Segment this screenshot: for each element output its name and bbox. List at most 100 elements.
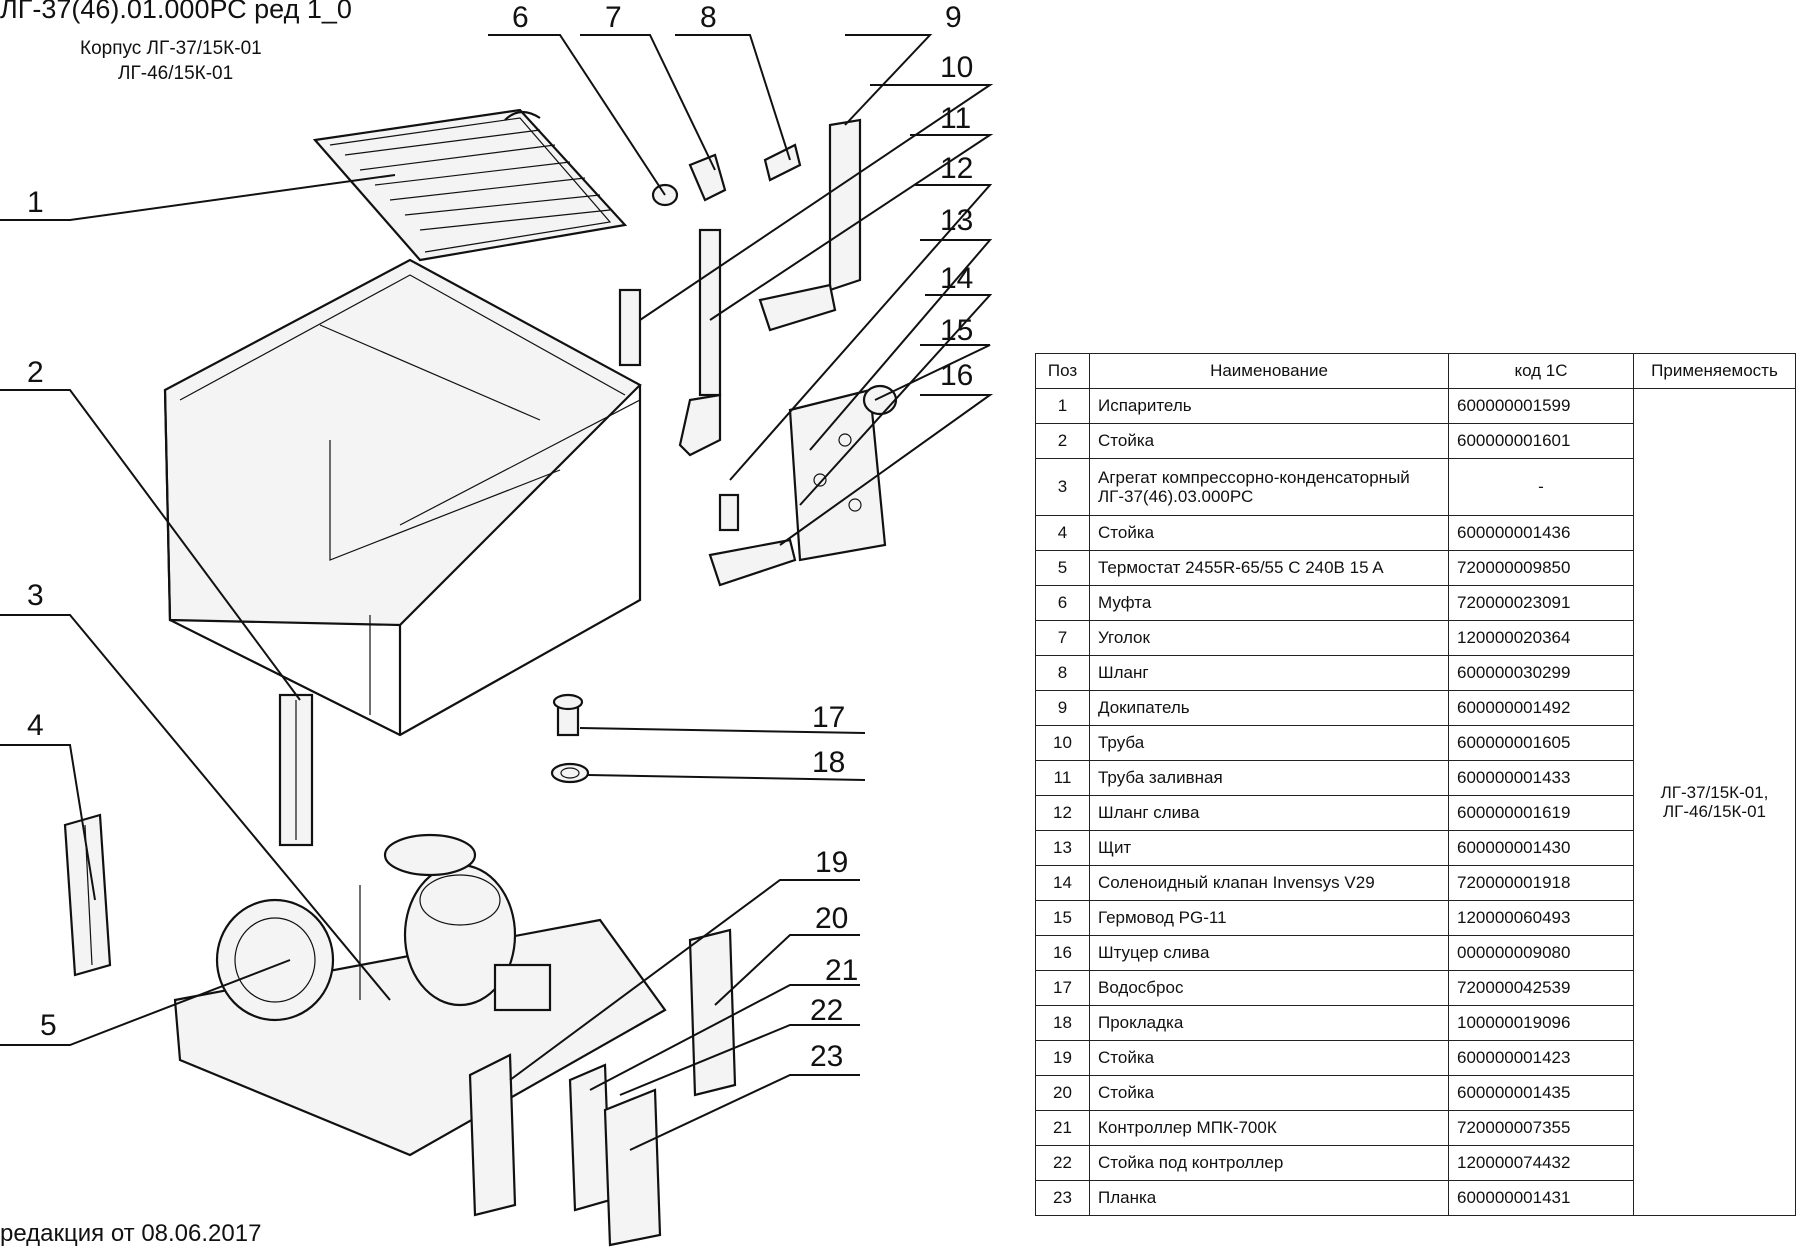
- callout-11: 11: [940, 102, 971, 135]
- leader-lines: [0, 34, 994, 1151]
- row-pos: 14: [1035, 865, 1090, 901]
- row-code: 600000001601: [1448, 423, 1634, 459]
- table-row: 16 Штуцер слива 000000009080: [1035, 935, 1796, 971]
- row-pos: 1: [1035, 388, 1090, 424]
- row-pos: 3: [1035, 458, 1090, 516]
- row-code: 120000060493: [1448, 900, 1634, 936]
- table-row: 18 Прокладка 100000019096: [1035, 1005, 1796, 1041]
- table-row: 4 Стойка 600000001436: [1035, 515, 1796, 551]
- row-name: Щит: [1089, 830, 1449, 866]
- callout-9: 9: [945, 1, 962, 34]
- callout-2: 2: [27, 356, 44, 389]
- row-code: 600000001430: [1448, 830, 1634, 866]
- applicability-line-1: ЛГ-37/15К-01,: [1660, 783, 1769, 802]
- table-row: 1 Испаритель 600000001599 ЛГ-37/15К-01, …: [1035, 388, 1796, 1216]
- row-pos: 13: [1035, 830, 1090, 866]
- row-name: Соленоидный клапан Invensys V29: [1089, 865, 1449, 901]
- callout-4: 4: [27, 709, 44, 742]
- row-code: 120000020364: [1448, 620, 1634, 656]
- row-pos: 9: [1035, 690, 1090, 726]
- parts-table: Поз Наименование код 1С Применяемость 1 …: [1035, 353, 1796, 1216]
- table-row: 12 Шланг слива 600000001619: [1035, 795, 1796, 831]
- row-name: Агрегат компрессорно-конденсаторный ЛГ-3…: [1089, 458, 1449, 516]
- callout-20: 20: [815, 902, 848, 935]
- row-code: 100000019096: [1448, 1005, 1634, 1041]
- header-applicability: Применяемость: [1633, 353, 1796, 389]
- row-pos: 23: [1035, 1180, 1090, 1216]
- callout-18: 18: [812, 746, 845, 779]
- table-row: 15 Гермовод PG-11 120000060493: [1035, 900, 1796, 936]
- row-pos: 2: [1035, 423, 1090, 459]
- header-code: код 1С: [1448, 353, 1634, 389]
- callout-8: 8: [700, 1, 717, 34]
- row-code: 720000042539: [1448, 970, 1634, 1006]
- row-pos: 6: [1035, 585, 1090, 621]
- row-name: Труба заливная: [1089, 760, 1449, 796]
- row-code: 600000001599: [1448, 388, 1634, 424]
- callout-3: 3: [27, 579, 44, 612]
- row-name: Стойка: [1089, 1075, 1449, 1111]
- row-code: 720000007355: [1448, 1110, 1634, 1146]
- row-code: 720000023091: [1448, 585, 1634, 621]
- row-name: Планка: [1089, 1180, 1449, 1216]
- row-pos: 5: [1035, 550, 1090, 586]
- table-row: 5 Термостат 2455R-65/55 C 240B 15 A 7200…: [1035, 550, 1796, 586]
- table-row: 3 Агрегат компрессорно-конденсаторный ЛГ…: [1035, 458, 1796, 516]
- table-row: 22 Стойка под контроллер 120000074432: [1035, 1145, 1796, 1181]
- callout-19: 19: [815, 846, 848, 879]
- table-row: 11 Труба заливная 600000001433: [1035, 760, 1796, 796]
- row-name: Гермовод PG-11: [1089, 900, 1449, 936]
- row-name: Шланг слива: [1089, 795, 1449, 831]
- row-code: 720000009850: [1448, 550, 1634, 586]
- table-row: 6 Муфта 720000023091: [1035, 585, 1796, 621]
- callout-22: 22: [810, 994, 843, 1027]
- table-row: 2 Стойка 600000001601: [1035, 423, 1796, 459]
- posts-and-brackets-part: [468, 928, 737, 1247]
- row-name: Докипатель: [1089, 690, 1449, 726]
- table-row: 10 Труба 600000001605: [1035, 725, 1796, 761]
- row-pos: 19: [1035, 1040, 1090, 1076]
- table-row: 17 Водосброс 720000042539: [1035, 970, 1796, 1006]
- row-name: Стойка: [1089, 1040, 1449, 1076]
- table-header-row: Поз Наименование код 1С Применяемость: [1035, 353, 1796, 389]
- row-pos: 7: [1035, 620, 1090, 656]
- callout-5: 5: [40, 1009, 57, 1042]
- row-code: 600000001423: [1448, 1040, 1634, 1076]
- table-row: 21 Контроллер МПК-700К 720000007355: [1035, 1110, 1796, 1146]
- callout-12: 12: [940, 152, 973, 185]
- row-pos: 10: [1035, 725, 1090, 761]
- row-name-line-2: ЛГ-37(46).03.000РС: [1098, 487, 1254, 506]
- callout-6: 6: [512, 1, 529, 34]
- row-code: 600000001433: [1448, 760, 1634, 796]
- table-row: 8 Шланг 600000030299: [1035, 655, 1796, 691]
- row-name: Уголок: [1089, 620, 1449, 656]
- callout-21: 21: [825, 954, 858, 987]
- row-code: 120000074432: [1448, 1145, 1634, 1181]
- row-name-line-1: Агрегат компрессорно-конденсаторный: [1098, 468, 1410, 487]
- header-name: Наименование: [1089, 353, 1449, 389]
- row-pos: 22: [1035, 1145, 1090, 1181]
- row-code: 600000001435: [1448, 1075, 1634, 1111]
- document-title: ЛГ-37(46).01.000РС ред 1_0: [0, 0, 352, 24]
- row-name: Муфта: [1089, 585, 1449, 621]
- row-pos: 20: [1035, 1075, 1090, 1111]
- applicability-line-2: ЛГ-46/15К-01: [1662, 802, 1767, 821]
- applicability-cell: ЛГ-37/15К-01, ЛГ-46/15К-01: [1633, 388, 1796, 1216]
- row-code: 720000001918: [1448, 865, 1634, 901]
- row-pos: 11: [1035, 760, 1090, 796]
- row-pos: 16: [1035, 935, 1090, 971]
- row-pos: 12: [1035, 795, 1090, 831]
- post-part-4: [63, 813, 112, 977]
- row-name: Шланг: [1089, 655, 1449, 691]
- row-pos: 15: [1035, 900, 1090, 936]
- table-row: 23 Планка 600000001431: [1035, 1180, 1796, 1216]
- callout-14: 14: [940, 262, 973, 295]
- row-code: 600000001492: [1448, 690, 1634, 726]
- subtitle-line-2: ЛГ-46/15К-01: [118, 63, 234, 84]
- row-pos: 8: [1035, 655, 1090, 691]
- row-name: Стойка: [1089, 515, 1449, 551]
- row-name: Водосброс: [1089, 970, 1449, 1006]
- callout-15: 15: [940, 314, 973, 347]
- callout-13: 13: [940, 204, 973, 237]
- row-code: 000000009080: [1448, 935, 1634, 971]
